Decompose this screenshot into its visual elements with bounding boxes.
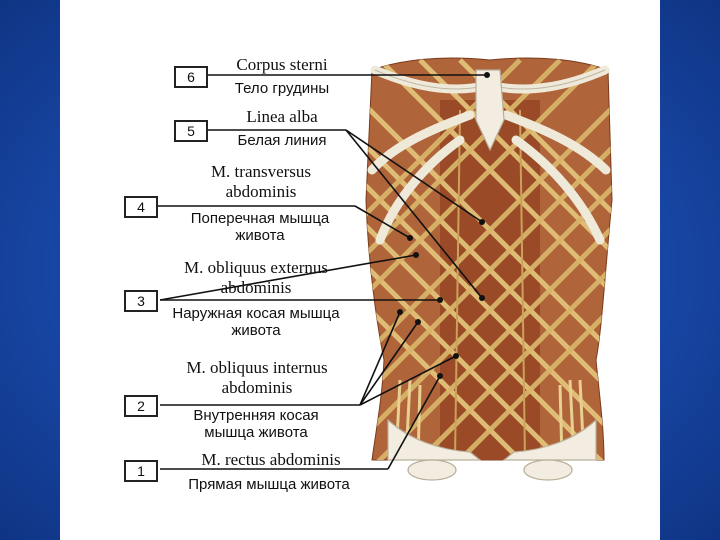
label-latin-m-transversus-abdominis: M. transversus abdominis [210,162,312,201]
pelvis [387,418,597,481]
label-latin-corpus-sterni: Corpus sterni [236,55,328,74]
label-latin-linea-alba: Linea alba [246,107,318,126]
label-number-4: 4 [124,196,158,218]
label-russian-pryamaya-myshca: Прямая мышца живота [188,476,350,493]
label-number-6: 6 [174,66,208,88]
label-number-1: 1 [124,460,158,482]
label-russian-poperechnaya-myshca: Поперечная мышца живота [190,210,330,244]
label-russian-naruzhnaya-kosaya: Наружная косая мышца живота [172,305,340,339]
label-latin-m-rectus-abdominis: M. rectus abdominis [201,450,341,469]
label-latin-m-obliquus-externus: M. obliquus externus abdominis [183,258,329,297]
label-number-2: 2 [124,395,158,417]
label-russian-vnutrennyaya-kosaya: Внутренняя косая мышца живота [193,407,319,441]
label-number-3: 3 [124,290,158,312]
label-number-5: 5 [174,120,208,142]
label-latin-m-obliquus-internus: M. obliquus internus abdominis [186,358,328,397]
leader-lines [158,74,487,470]
label-russian-telo-grudiny: Тело грудины [234,80,330,97]
label-russian-belaya-liniya: Белая линия [237,132,327,149]
sternum [475,69,505,152]
